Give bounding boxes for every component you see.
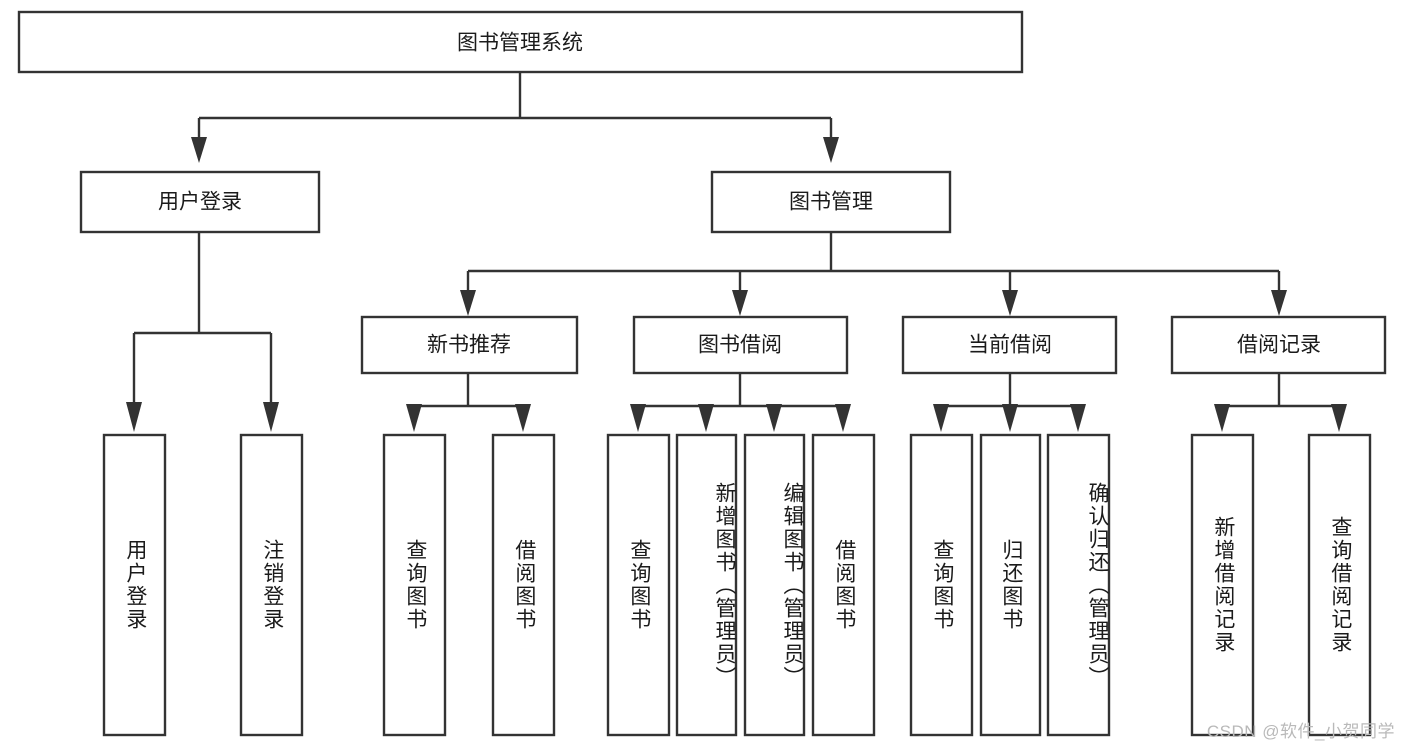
leaf-box-book-borrow-3[interactable] [743, 433, 806, 737]
node-current-borrow-label: 当前借阅 [968, 334, 1052, 357]
arrow-nb-leaf-2 [515, 404, 531, 432]
node-book-borrow-label: 图书借阅 [698, 334, 782, 357]
leaf-box-current-borrow-3[interactable] [1046, 433, 1111, 737]
node-root-box[interactable] [17, 10, 1024, 74]
connector-group-root [191, 72, 839, 163]
arrow-bb-leaf-3 [766, 404, 782, 432]
leaf-box-new-book-1[interactable] [382, 433, 447, 737]
node-user-login-label: 用户登录 [158, 191, 242, 214]
arrow-bb-leaf-4 [835, 404, 851, 432]
node-book-manage-box[interactable] [710, 170, 952, 234]
connector-group-current-borrow [933, 373, 1086, 432]
arrow-br-leaf-2 [1331, 404, 1347, 432]
leaf-box-current-borrow-2[interactable] [979, 433, 1042, 737]
csdn-watermark: CSDN @软件_小贺同学 [1206, 722, 1395, 741]
connector-group-borrow-record [1214, 373, 1347, 432]
arrow-nb-leaf-1 [406, 404, 422, 432]
arrow-cb-leaf-1 [933, 404, 949, 432]
arrow-bm-child-new-book [460, 290, 476, 316]
node-root-label: 图书管理系统 [457, 32, 583, 55]
connector-group-book-borrow [630, 373, 851, 432]
arrow-bm-child-borrow [732, 290, 748, 316]
leaf-box-book-borrow-1[interactable] [606, 433, 671, 737]
node-borrow-record-box[interactable] [1170, 315, 1387, 375]
arrow-cb-leaf-2 [1002, 404, 1018, 432]
node-book-borrow-box[interactable] [632, 315, 849, 375]
arrow-root-to-book-manage [823, 137, 839, 163]
connector-group-new-book [406, 373, 531, 432]
arrow-bb-leaf-2 [698, 404, 714, 432]
leaf-box-user-login-2[interactable] [239, 433, 304, 737]
node-new-book-label: 新书推荐 [427, 334, 511, 357]
node-borrow-record-label: 借阅记录 [1237, 334, 1321, 357]
connector-group-user-login [126, 232, 279, 432]
leaf-box-book-borrow-4[interactable] [811, 433, 876, 737]
node-user-login-box[interactable] [79, 170, 321, 234]
arrow-root-to-user-login [191, 137, 207, 163]
leaf-box-book-borrow-2[interactable] [675, 433, 738, 737]
connector-group-book-manage [460, 232, 1287, 316]
leaf-box-new-book-2[interactable] [491, 433, 556, 737]
node-book-manage-label: 图书管理 [789, 191, 873, 214]
arrow-bb-leaf-1 [630, 404, 646, 432]
arrow-bm-child-current [1002, 290, 1018, 316]
arrow-user-login-child-2 [263, 402, 279, 432]
node-new-book-box[interactable] [360, 315, 579, 375]
arrow-cb-leaf-3 [1070, 404, 1086, 432]
node-current-borrow-box[interactable] [901, 315, 1118, 375]
arrow-user-login-child-1 [126, 402, 142, 432]
arrow-br-leaf-1 [1214, 404, 1230, 432]
arrow-bm-child-record [1271, 290, 1287, 316]
leaf-box-borrow-record-2[interactable] [1307, 433, 1372, 737]
leaf-box-user-login-1[interactable] [102, 433, 167, 737]
leaf-box-borrow-record-1[interactable] [1190, 433, 1255, 737]
leaf-box-current-borrow-1[interactable] [909, 433, 974, 737]
